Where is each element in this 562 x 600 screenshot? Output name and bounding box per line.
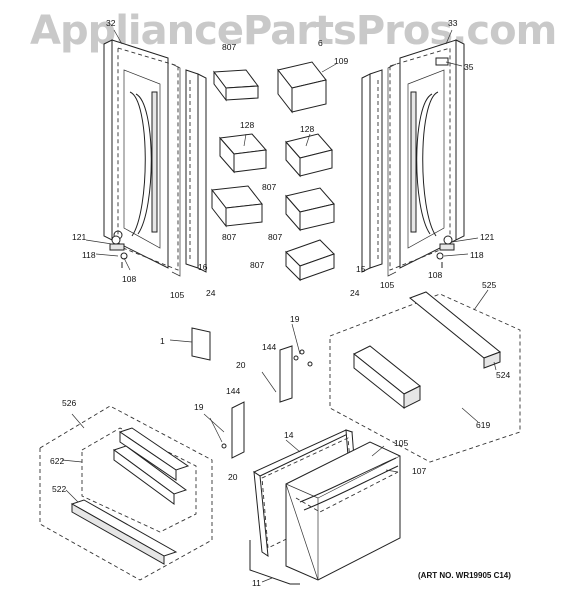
callout-11: 11 — [252, 578, 261, 588]
callout-121-right: 121 — [480, 232, 494, 242]
callout-807-c: 807 — [268, 232, 282, 242]
callout-128-right: 128 — [300, 124, 314, 134]
callout-807-b: 807 — [222, 232, 236, 242]
callout-619: 619 — [476, 420, 490, 430]
callout-16: 16 — [198, 262, 208, 272]
callout-20-bottom: 20 — [228, 472, 238, 482]
callout-144-bottom: 144 — [226, 386, 240, 396]
callout-6: 6 — [318, 38, 323, 48]
callout-526: 526 — [62, 398, 76, 408]
drawer-inner-outline — [81, 427, 197, 533]
callout-labels: 32 33 807 6 109 35 128 128 807 807 807 8… — [50, 18, 511, 588]
art-number: (ART NO. WR19905 C14) — [418, 571, 511, 580]
callout-109: 109 — [334, 56, 348, 66]
callout-105-right: 105 — [380, 280, 394, 290]
callout-1: 1 — [160, 336, 165, 346]
callout-19-top: 19 — [290, 314, 300, 324]
callout-32: 32 — [106, 18, 116, 28]
slide-rail-upper — [409, 291, 501, 369]
callout-24-left: 24 — [206, 288, 216, 298]
rail-assembly-outline — [329, 293, 521, 463]
callout-15: 15 — [356, 264, 366, 274]
callout-144-top: 144 — [262, 342, 276, 352]
drawer-rail-b — [112, 445, 188, 505]
right-door — [399, 39, 465, 269]
callout-105-bottom: 105 — [394, 438, 408, 448]
left-door-gasket — [117, 47, 207, 277]
left-hinge — [109, 235, 128, 268]
callout-622: 622 — [50, 456, 64, 466]
callout-524: 524 — [496, 370, 510, 380]
callout-24-right: 24 — [350, 288, 360, 298]
callout-118-left: 118 — [82, 250, 96, 260]
callout-807-d: 807 — [250, 260, 264, 270]
callout-35: 35 — [464, 62, 474, 72]
callout-121-left: 121 — [72, 232, 86, 242]
callout-807-a: 807 — [262, 182, 276, 192]
drawer-rail-a — [118, 427, 190, 481]
leader-lines — [61, 29, 497, 583]
callout-522: 522 — [52, 484, 66, 494]
callout-33: 33 — [448, 18, 458, 28]
freezer-door — [249, 441, 401, 585]
callout-118-right: 118 — [470, 250, 484, 260]
callout-14: 14 — [284, 430, 294, 440]
callout-807-top: 807 — [222, 42, 236, 52]
left-door — [103, 39, 169, 269]
door-bins — [211, 61, 335, 282]
callout-108-right: 108 — [428, 270, 442, 280]
upper-bracket — [261, 345, 313, 403]
callout-108-left: 108 — [122, 274, 136, 284]
right-hinge — [436, 235, 455, 268]
callout-128-left: 128 — [240, 120, 254, 130]
callout-20-top: 20 — [236, 360, 246, 370]
callout-525: 525 — [482, 280, 496, 290]
callout-19-bottom: 19 — [194, 402, 204, 412]
slide-rail-lower — [353, 345, 421, 410]
callout-105-left: 105 — [170, 290, 184, 300]
label-card — [191, 327, 211, 361]
lower-bracket — [203, 401, 245, 459]
callout-107: 107 — [412, 466, 426, 476]
drawer-front-trim — [70, 499, 178, 565]
